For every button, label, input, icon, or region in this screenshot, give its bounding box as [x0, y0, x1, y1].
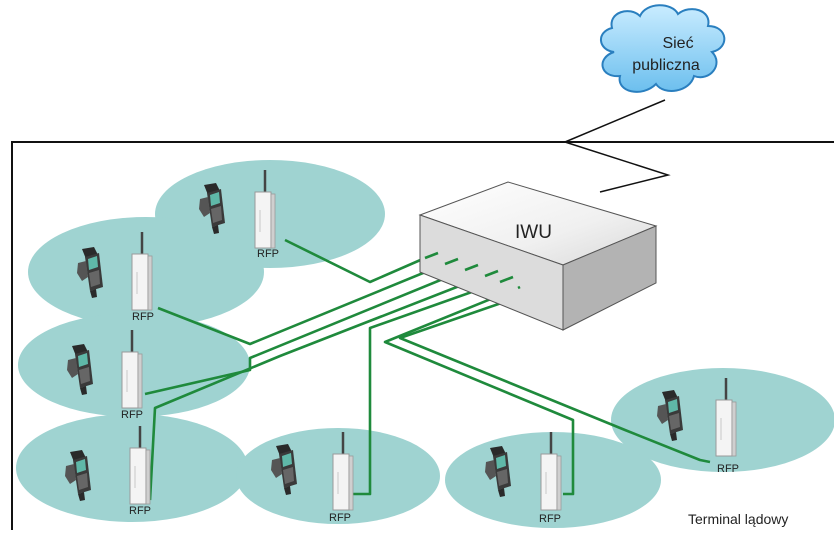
cell-3: RFP	[67, 328, 144, 421]
iwu-side	[562, 225, 657, 331]
rfp-label: RFP	[121, 409, 143, 421]
cell-6: RFP	[485, 430, 563, 525]
rfp-label: RFP	[129, 505, 151, 517]
rfp-links	[144, 238, 711, 501]
rfp-label: RFP	[717, 463, 739, 475]
link-cell-7	[398, 298, 711, 464]
cell-4: RFP	[65, 424, 152, 517]
iwu-label: IWU	[515, 222, 552, 243]
cell-1: RFP	[199, 168, 279, 260]
link-cell-1	[284, 238, 426, 284]
iwu-uplink	[564, 141, 671, 193]
cell-5: RFP	[271, 430, 355, 524]
cloud-label-line2: publiczna	[632, 57, 700, 74]
link-cell-3	[144, 268, 466, 396]
cell-2: RFP	[77, 230, 154, 323]
rfp-link-ports	[424, 251, 521, 290]
rfp-label: RFP	[132, 311, 154, 323]
link-cell-2	[157, 262, 446, 346]
link-cell-6	[383, 286, 575, 496]
area-outline	[11, 141, 834, 530]
cloud-link	[564, 99, 666, 143]
rfp-label: RFP	[539, 513, 561, 525]
rfp-label: RFP	[329, 512, 351, 524]
link-cell-4	[148, 274, 486, 501]
cloud-label-line1: Sieć	[662, 35, 693, 52]
public-network-cloud: Sieć publiczna	[600, 4, 726, 93]
link-cell-5	[353, 280, 501, 496]
cell-7: RFP	[657, 376, 739, 475]
rfp-label: RFP	[257, 248, 279, 260]
terminal-area-label: Terminal lądowy	[688, 511, 788, 527]
iwu-box: IWU	[418, 181, 658, 331]
cloud-icon	[600, 4, 726, 93]
